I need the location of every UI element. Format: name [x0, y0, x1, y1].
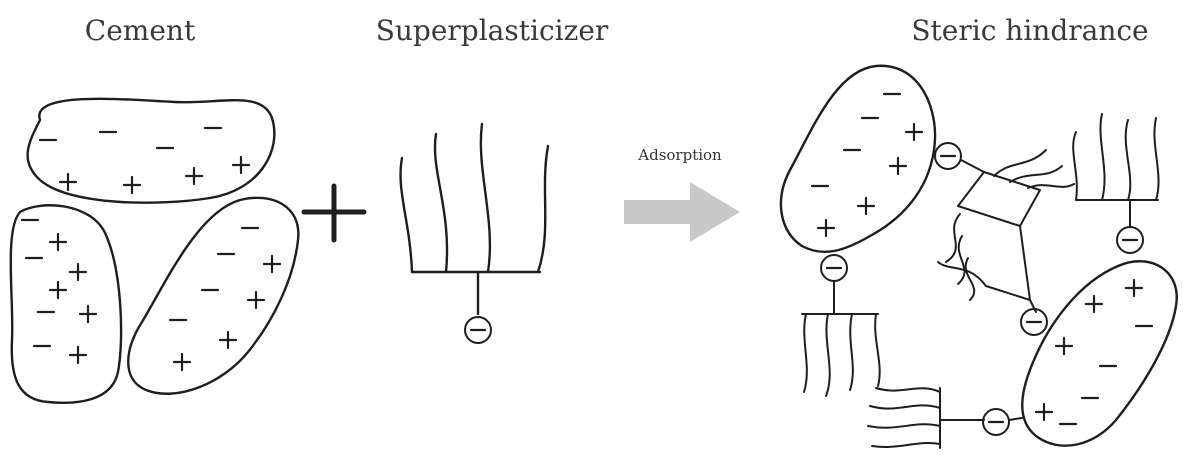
cement-particle-right — [128, 198, 298, 394]
adsorbed-polymer-3 — [1073, 114, 1158, 253]
adsorption-arrow — [624, 182, 740, 242]
cement-label: Cement — [85, 14, 196, 47]
adsorbed-polymer-1 — [935, 143, 1074, 226]
steric-particle-lower — [1022, 261, 1176, 445]
steric-particle-upper — [781, 66, 935, 252]
steric-hindrance-label: Steric hindrance — [911, 14, 1148, 47]
cement-particle-left — [11, 205, 121, 402]
adsorbed-polymer-4 — [802, 255, 880, 396]
superplasticizer-label: Superplasticizer — [376, 14, 609, 47]
adsorbed-polymer-2 — [938, 206, 1047, 335]
plus-operator — [304, 186, 364, 240]
adsorption-label: Adsorption — [637, 146, 722, 164]
adsorbed-polymer-5 — [868, 388, 1022, 448]
superplasticizer-molecule — [401, 124, 548, 343]
cement-particle-top — [28, 99, 275, 203]
